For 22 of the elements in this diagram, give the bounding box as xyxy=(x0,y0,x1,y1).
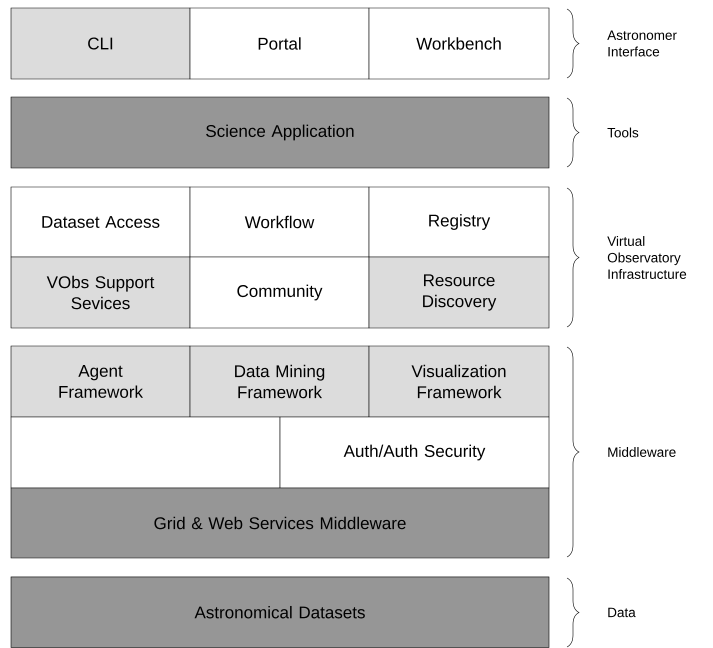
layer-label: Data xyxy=(608,608,636,618)
layer-box: Workflow xyxy=(190,186,370,258)
layer-box: Data Mining Framework xyxy=(190,346,370,418)
layer-box: Visualization Framework xyxy=(368,346,550,418)
layer-box: CLI xyxy=(10,8,190,80)
layer-box: Portal xyxy=(190,8,370,80)
layer-label: Virtual Observatory Infrastructure xyxy=(607,236,686,279)
layer-box: Registry xyxy=(368,186,550,258)
layer-box: Astronomical Datasets xyxy=(10,576,550,648)
layer-box xyxy=(10,416,280,488)
layer-box: Science Application xyxy=(10,96,550,168)
layer-box: VObs Support Sevices xyxy=(10,256,190,328)
layer-box: Grid & Web Services Middleware xyxy=(10,488,550,558)
layer-label: Middleware xyxy=(608,447,676,457)
layer-box: Agent Framework xyxy=(10,346,190,418)
layer-label: Tools xyxy=(608,128,638,138)
layer-box: Auth/Auth Security xyxy=(280,416,550,488)
layer-box: Resource Discovery xyxy=(368,256,550,328)
layer-box: Workbench xyxy=(368,8,550,80)
layer-box: Community xyxy=(190,256,370,328)
layer-label: Astronomer Interface xyxy=(607,30,677,56)
layer-box: Dataset Access xyxy=(10,186,190,258)
